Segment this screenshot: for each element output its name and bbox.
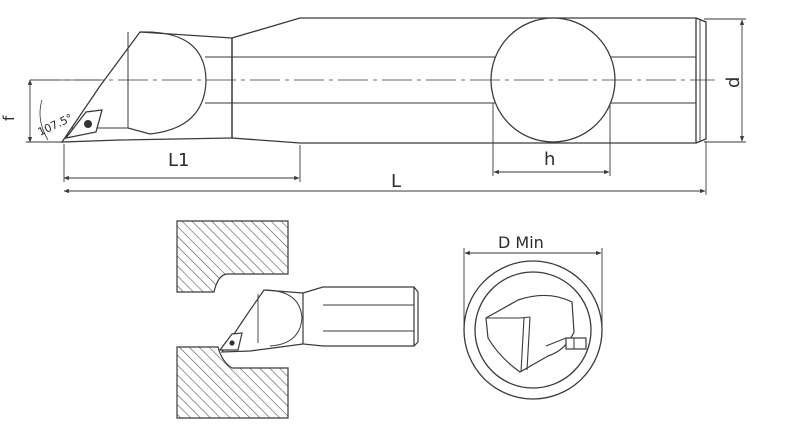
bore-section-view bbox=[176, 220, 419, 419]
label-f: f bbox=[0, 115, 18, 121]
head-neck bbox=[231, 17, 301, 144]
end-view bbox=[463, 260, 603, 400]
shank-end-collar bbox=[695, 17, 707, 144]
dim-L1 bbox=[63, 144, 301, 182]
tool-cross-section bbox=[485, 294, 575, 373]
dim-L bbox=[63, 141, 707, 195]
dim-f bbox=[26, 79, 66, 143]
label-L1: L1 bbox=[168, 150, 189, 171]
workpiece-upper bbox=[176, 220, 289, 293]
head-outline bbox=[60, 31, 233, 143]
dim-d bbox=[704, 18, 746, 143]
label-h: h bbox=[544, 149, 555, 170]
side-view bbox=[30, 17, 715, 144]
end-insert bbox=[565, 337, 587, 350]
workpiece-lower bbox=[176, 346, 289, 419]
shank-outline bbox=[300, 17, 697, 144]
label-D-min: D Min bbox=[498, 233, 544, 252]
head-bulb bbox=[127, 31, 207, 135]
dim-h bbox=[492, 103, 611, 176]
label-d: d bbox=[723, 77, 744, 88]
insert-screw bbox=[84, 120, 92, 128]
dim-D-min bbox=[463, 248, 603, 330]
bore-circle-inner bbox=[474, 271, 592, 389]
bore-circle-outer bbox=[463, 260, 603, 400]
label-L: L bbox=[391, 171, 401, 192]
